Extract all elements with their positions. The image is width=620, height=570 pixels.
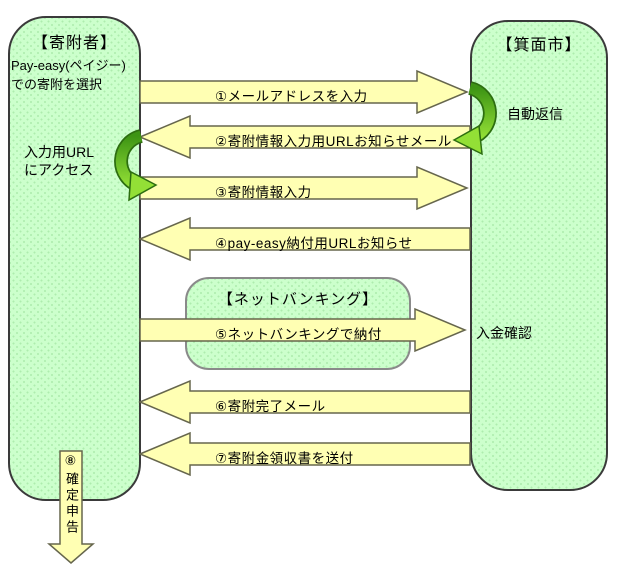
net-banking-box-title: 【ネットバンキング】 (217, 291, 379, 308)
donor-box-title: 【寄附者】 (31, 35, 117, 52)
arrow-4-label: ④pay-easy納付用URLお知らせ (215, 236, 413, 251)
access-url-note-line1: 入力用URL (24, 144, 95, 160)
arrow-5-label: ⑤ネットバンキングで納付 (215, 327, 382, 342)
payment-check-note: 入金確認 (476, 325, 532, 341)
payeasy-select-note-line1: Pay-easy(ペイジー) (11, 58, 126, 73)
arrow-1-label: ①メールアドレスを入力 (215, 89, 368, 104)
arrow-3-label: ③寄附情報入力 (215, 185, 312, 200)
donor-box (8, 16, 141, 501)
arrow-2-label: ②寄附情報入力用URLお知らせメール (215, 134, 452, 149)
payeasy-select-note-line2: での寄附を選択 (11, 77, 103, 92)
arrow-7-label: ⑦寄附金領収書を送付 (215, 451, 354, 466)
auto-reply-note: 自動返信 (507, 106, 563, 122)
minoh-city-box-title: 【箕面市】 (496, 37, 582, 54)
arrow-6-label: ⑥寄附完了メール (215, 399, 326, 414)
minoh-city-box (470, 20, 608, 491)
access-url-note-line2: にアクセス (24, 162, 94, 178)
arrow-8-label: ⑧確定申告 (64, 454, 79, 536)
